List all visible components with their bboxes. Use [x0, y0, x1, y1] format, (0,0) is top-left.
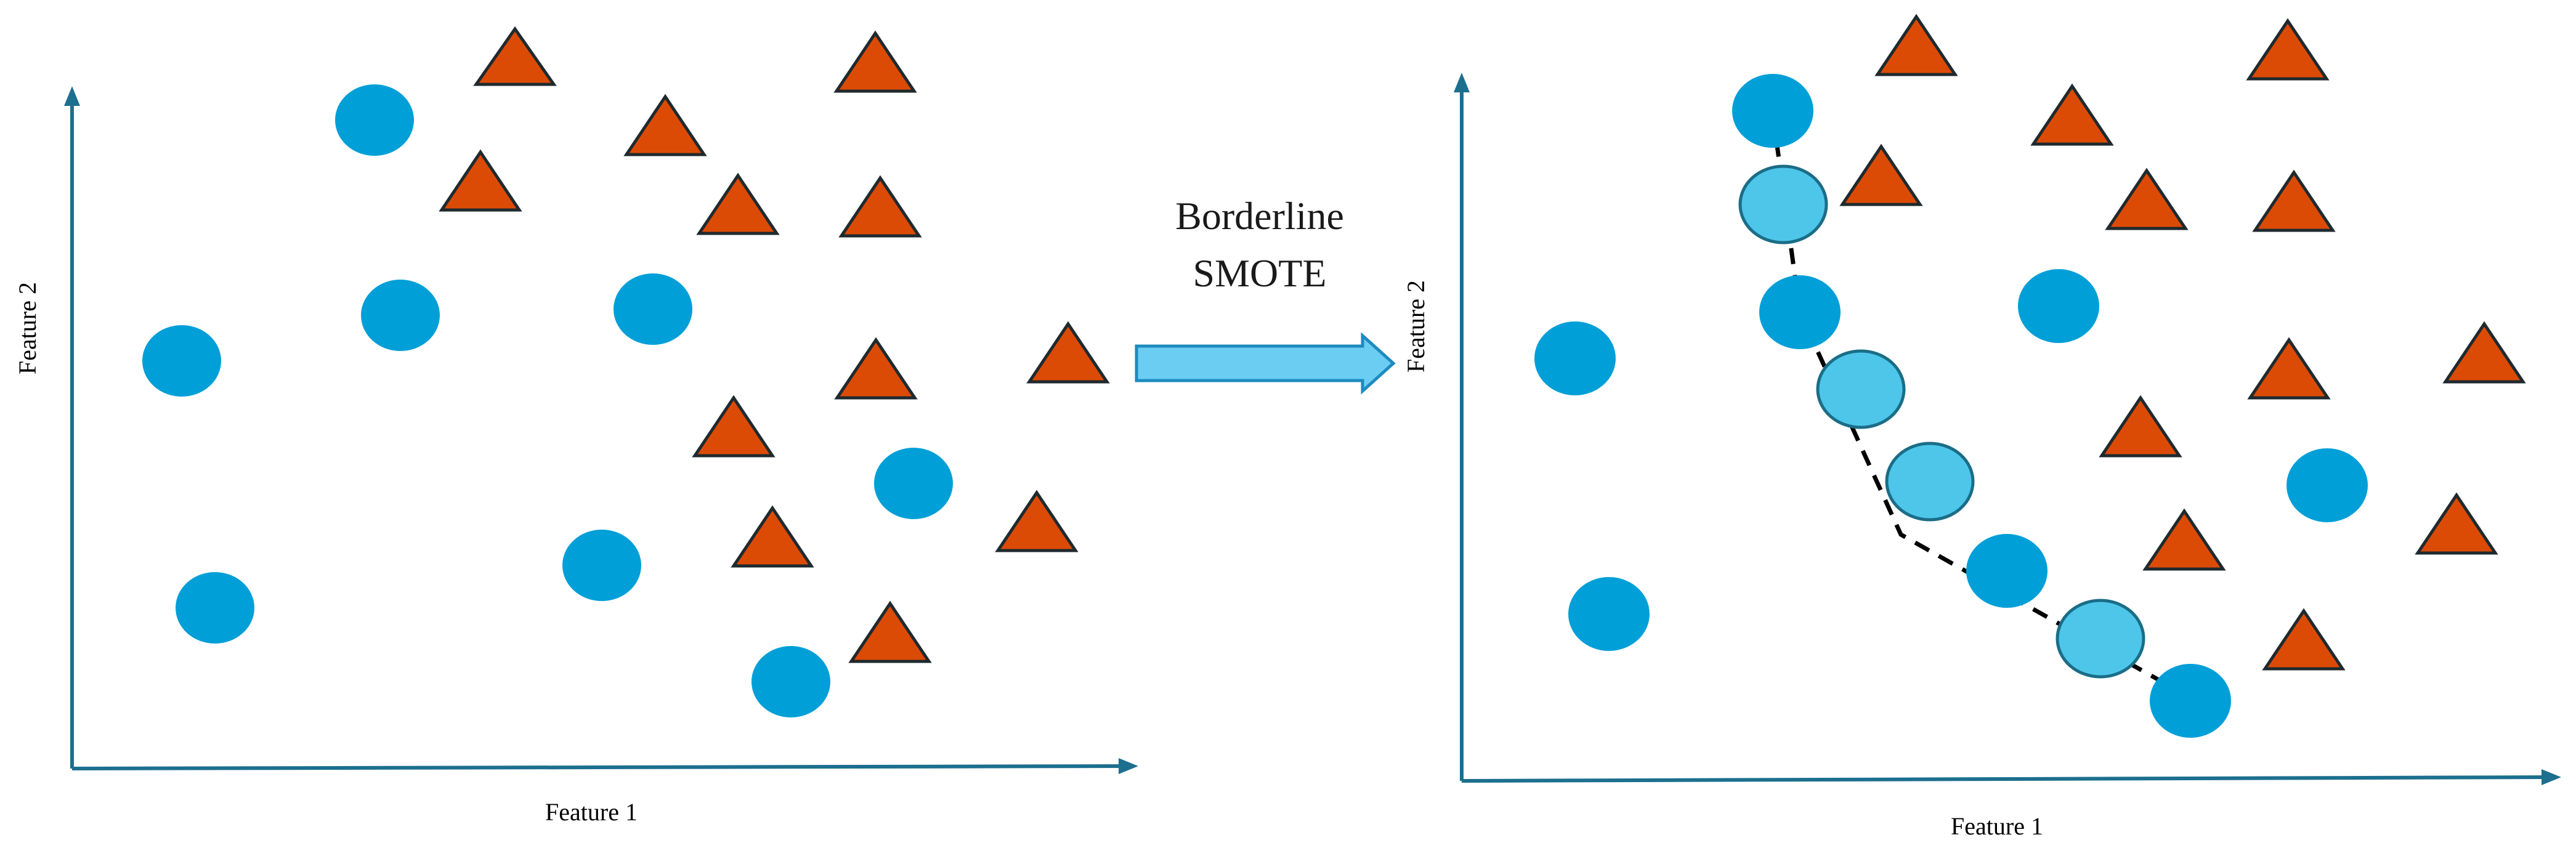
minority-point: [2150, 664, 2231, 738]
minority-point: [1759, 275, 1841, 349]
majority-point: [439, 149, 522, 212]
majority-point: [2415, 492, 2498, 555]
majority-point: [731, 505, 814, 568]
minority-point: [176, 572, 254, 644]
after-y-axis: [1454, 73, 1470, 781]
majority-point: [696, 172, 780, 235]
synthetic-point: [1816, 349, 1906, 429]
majority-point: [838, 175, 922, 238]
minority-point: [1732, 74, 1813, 148]
before-x-axis-label: Feature 1: [545, 798, 638, 826]
majority-point: [2142, 508, 2226, 571]
minority-point: [751, 646, 830, 717]
majority-point: [1839, 143, 1923, 206]
synthetic-point: [2056, 599, 2145, 679]
majority-point: [834, 337, 918, 400]
majority-point: [2246, 18, 2330, 81]
majority-point: [2099, 395, 2182, 458]
majority-point: [692, 395, 776, 458]
before-x-axis: [71, 758, 1138, 774]
before-majority-points: [439, 26, 1110, 663]
after-x-axis-label: Feature 1: [1951, 812, 2043, 840]
minority-point: [1966, 534, 2047, 608]
right-arrow-icon: [1135, 332, 1396, 395]
minority-point: [142, 325, 221, 397]
minority-point: [562, 530, 641, 601]
transition-label-line2: SMOTE: [1193, 251, 1327, 295]
after-minority-points: [1534, 74, 2368, 738]
majority-point: [833, 30, 917, 93]
minority-point: [2018, 269, 2099, 343]
synthetic-point: [1738, 164, 1828, 244]
majority-point: [2252, 169, 2336, 232]
majority-point: [2247, 337, 2331, 400]
after-x-axis: [1461, 769, 2561, 785]
after-panel: Feature 1 Feature 2: [1402, 14, 2561, 840]
minority-point: [335, 84, 414, 156]
minority-point: [1534, 321, 1616, 395]
after-y-axis-label: Feature 2: [1402, 280, 1430, 373]
minority-point: [1568, 577, 1650, 651]
minority-point: [874, 448, 953, 519]
before-y-axis-label: Feature 2: [14, 282, 41, 374]
majority-point: [848, 600, 932, 663]
majority-point: [623, 94, 707, 156]
majority-point: [995, 490, 1079, 552]
minority-point: [2286, 448, 2368, 522]
before-panel: Feature 1 Feature 2: [14, 26, 1138, 826]
after-synthetic-points: [1738, 164, 2145, 679]
minority-point: [361, 280, 440, 351]
majority-point: [2105, 168, 2189, 230]
interpolation-line: [1770, 113, 2192, 700]
majority-point: [1026, 321, 1110, 384]
before-minority-points: [142, 84, 953, 717]
after-majority-points: [1839, 14, 2526, 671]
majority-point: [2442, 321, 2526, 384]
before-y-axis: [64, 86, 80, 769]
majority-point: [473, 26, 557, 86]
transition-label-line1: Borderline: [1175, 194, 1344, 238]
majority-point: [2030, 83, 2114, 146]
majority-point: [1874, 14, 1958, 76]
transition: Borderline SMOTE: [1135, 194, 1396, 395]
minority-point: [614, 273, 692, 345]
synthetic-point: [1885, 442, 1975, 522]
majority-point: [2262, 608, 2346, 671]
